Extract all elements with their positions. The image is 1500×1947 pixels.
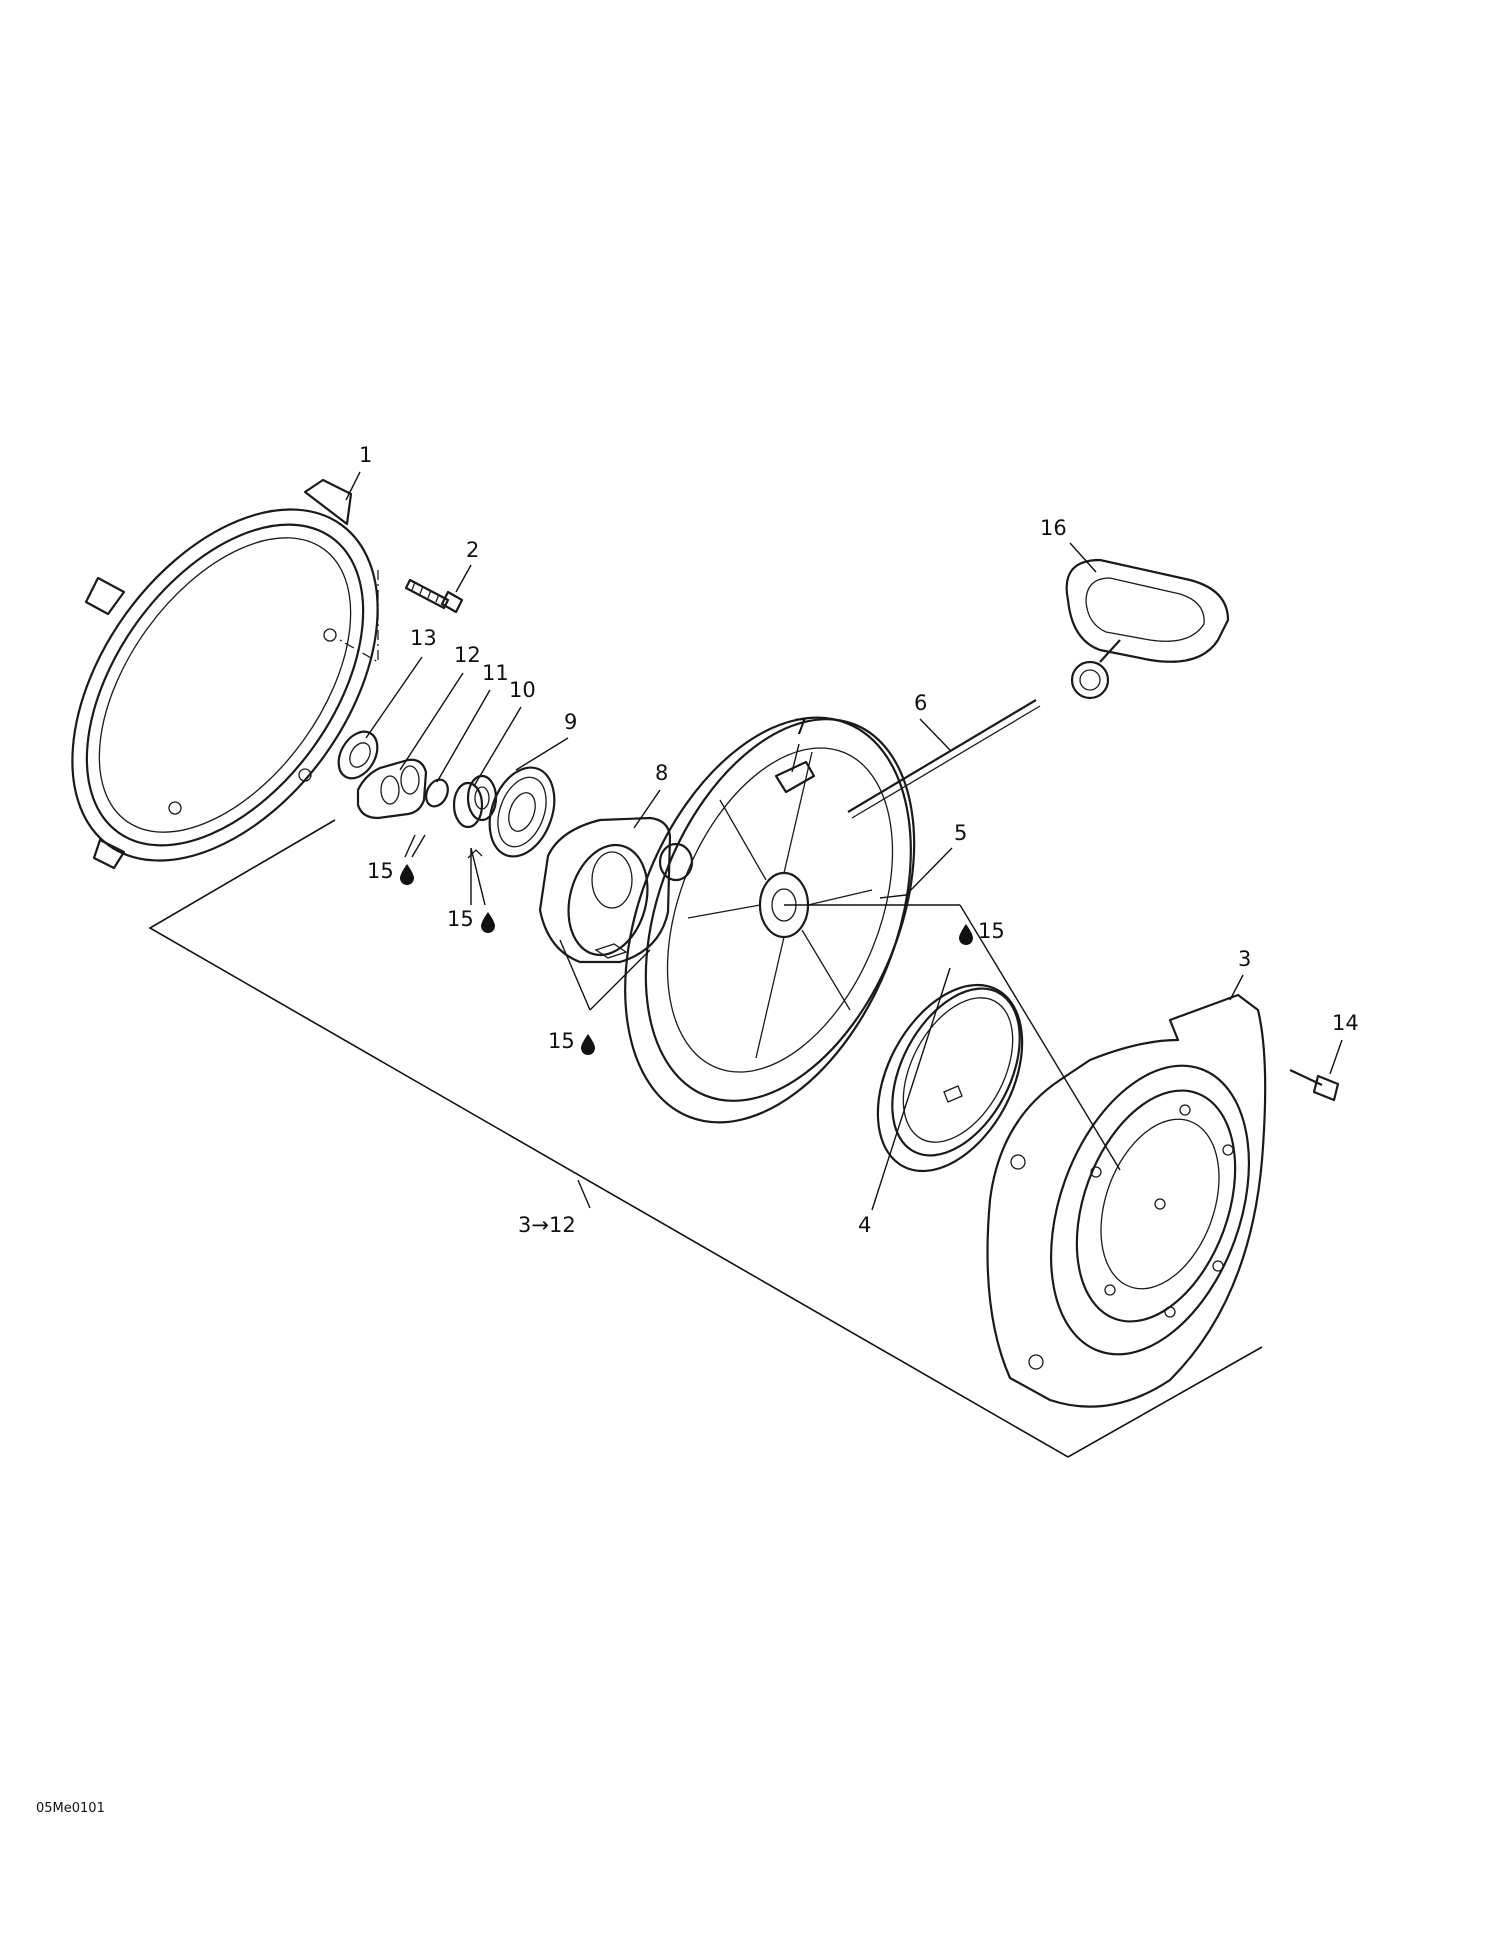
callout-1: 1 <box>359 443 372 467</box>
part-3-starter-housing <box>986 993 1267 1408</box>
callout-14: 14 <box>1332 1011 1359 1035</box>
part-1-backing-plate <box>71 478 379 870</box>
part-14-bolt <box>1289 1069 1340 1102</box>
callout-2: 2 <box>466 538 479 562</box>
callout-15-c: 15 <box>548 1029 575 1053</box>
part-12-plate <box>356 758 428 820</box>
callout-7: 7 <box>794 715 807 739</box>
part-8-ratchet-guide <box>538 816 694 964</box>
callout-8: 8 <box>655 761 668 785</box>
part-7-pawl <box>774 760 816 794</box>
part-2-screw <box>404 578 464 614</box>
callout-13: 13 <box>410 626 437 650</box>
assembly-frame <box>148 819 1263 1458</box>
leader-lines <box>345 471 1343 1211</box>
callout-12: 12 <box>454 643 481 667</box>
callout-3-to-12: 3→12 <box>518 1213 576 1237</box>
callout-5: 5 <box>954 821 967 845</box>
oil-drop-icon <box>400 864 414 885</box>
part-11-washer <box>425 778 449 808</box>
callout-11: 11 <box>482 661 509 685</box>
oil-drop-icon <box>481 912 495 933</box>
callout-9: 9 <box>564 710 577 734</box>
callout-15-d: 15 <box>978 919 1005 943</box>
callout-15-b: 15 <box>447 907 474 931</box>
callout-15-a: 15 <box>367 859 394 883</box>
oil-drop-icon <box>581 1034 595 1055</box>
part-16-handle <box>1065 558 1230 700</box>
part-1-centerline <box>339 570 379 664</box>
part-5-rope-pulley <box>624 716 916 1124</box>
callout-3: 3 <box>1238 947 1251 971</box>
part-13-seal <box>337 730 379 780</box>
drawing-reference: 05Me0101 <box>36 1801 105 1816</box>
oil-drop-icon <box>959 924 973 945</box>
callout-16: 16 <box>1040 516 1067 540</box>
callout-10: 10 <box>509 678 536 702</box>
part-6-starter-rope <box>847 699 1041 819</box>
callout-6: 6 <box>914 691 927 715</box>
part-4-recoil-spring <box>876 983 1024 1173</box>
callout-4: 4 <box>858 1213 871 1237</box>
